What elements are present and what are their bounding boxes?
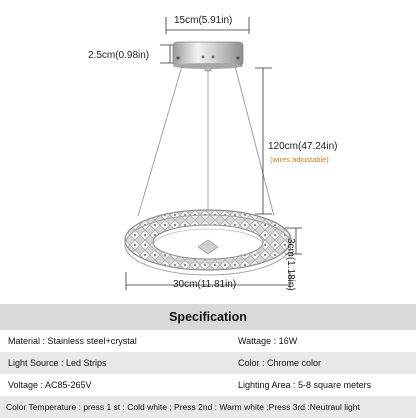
canopy-height-label: 2.5cm(0.98in)	[88, 50, 150, 61]
spec-color: Color : Chrome color	[238, 358, 322, 368]
wire-length-dimension	[255, 67, 272, 215]
ceiling-canopy	[172, 41, 244, 72]
ring-diameter-label: 30cm(11.81in)	[173, 279, 237, 290]
spec-lighting-area: Lighting Area : 5-8 square meters	[238, 380, 372, 390]
ring-thickness-label: 3cm(1.18in)	[285, 238, 296, 291]
spec-title: Specification	[0, 304, 416, 330]
product-illustration: 15cm(5.91in) 2.5cm(0.98in) 120cm(47.24in…	[88, 15, 338, 291]
spec-row: Light Source : Led Strips Color : Chrome…	[0, 352, 416, 374]
spec-color-temperature: Color Temperature : press 1 st : Cold wh…	[6, 402, 360, 412]
center-crystal-icon	[197, 239, 219, 255]
lamp-drawing	[124, 17, 302, 290]
wire-adjustable-note: (wires adjustable)	[270, 155, 329, 164]
spec-row: Color Temperature : press 1 st : Cold wh…	[0, 396, 416, 418]
wire-length-label: 120cm(47.24in)	[268, 141, 338, 152]
crystal-ring	[124, 209, 292, 276]
canopy-width-label: 15cm(5.91in)	[174, 15, 233, 26]
ring-thickness-dimension	[285, 227, 302, 255]
spec-material: Material : Stainless steel+crystal	[8, 336, 137, 346]
spec-row: Material : Stainless steel+crystal Watta…	[0, 330, 416, 352]
canopy-width-dimension	[165, 17, 250, 34]
spec-light-source: Light Source : Led Strips	[8, 358, 107, 368]
spec-row: Voltage : AC85-265V Lighting Area : 5-8 …	[0, 374, 416, 396]
ring-diameter-dimension	[125, 272, 291, 290]
spec-wattage: Wattage : 16W	[238, 336, 298, 346]
spec-voltage: Voltage : AC85-265V	[8, 380, 92, 390]
specification-table: Specification Material : Stainless steel…	[0, 304, 416, 418]
